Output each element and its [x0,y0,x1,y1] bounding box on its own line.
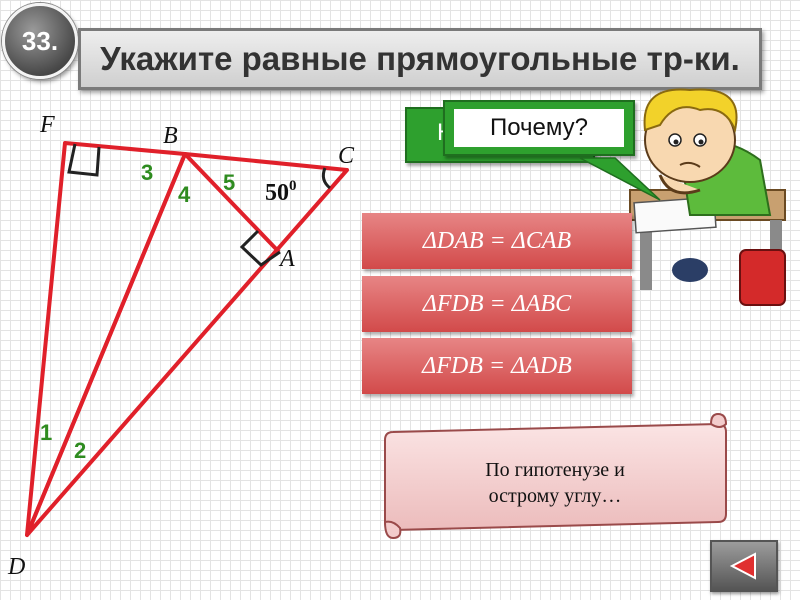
slide-number-badge: 33. [2,3,78,79]
right-angle-mark-f [67,143,101,177]
scroll-text: По гипотенузе и острому углу… [400,448,710,518]
angle-value: 50 [265,180,289,206]
vertex-label-c: C [338,143,355,169]
angle-number-2: 2 [74,438,86,463]
vertex-label-d: D [7,554,25,580]
hint-why-inner: Почему? [454,109,624,147]
title-banner: Укажите равные прямоугольные тр-ки. [78,28,762,90]
back-button[interactable] [710,540,778,592]
back-triangle-icon [729,552,756,580]
page-title: Укажите равные прямоугольные тр-ки. [100,40,740,77]
hint-box-why[interactable]: Почему? [443,100,635,156]
answer-option-label: ΔFDB = ΔADB [422,352,572,379]
scroll-body [384,422,727,532]
angle-number-1: 1 [40,420,52,445]
scroll-top-curl [709,412,728,428]
angle-number-4: 4 [178,182,191,207]
hint-why-label: Почему? [489,114,589,141]
angle-arc-c [321,167,331,190]
right-angle-mark-a [239,229,281,267]
answer-option-label: ΔDAB = ΔCAB [422,227,572,254]
segment-ba [183,152,281,254]
vertex-label-a: A [278,246,295,272]
slide-number: 33. [21,25,59,56]
angle-number-5: 5 [223,170,235,195]
angle-degree-superscript: 0 [289,178,297,194]
answer-option-1[interactable]: ΔDAB = ΔCAB [362,213,632,269]
angle-number-3: 3 [141,160,153,185]
answer-option-label: ΔFDB = ΔABC [422,290,572,317]
scroll-line-2: острому углу… [488,485,622,507]
scroll-bottom-curl [383,520,402,540]
vertex-label-b: B [163,123,178,149]
vertex-label-f: F [39,112,55,138]
answer-option-3[interactable]: ΔFDB = ΔADB [362,338,632,394]
triangle-dbc [25,152,349,537]
angle-c-value: 500 [265,178,297,206]
answer-option-2[interactable]: ΔFDB = ΔABC [362,276,632,332]
scroll-line-1: По гипотенузе и [485,459,625,481]
